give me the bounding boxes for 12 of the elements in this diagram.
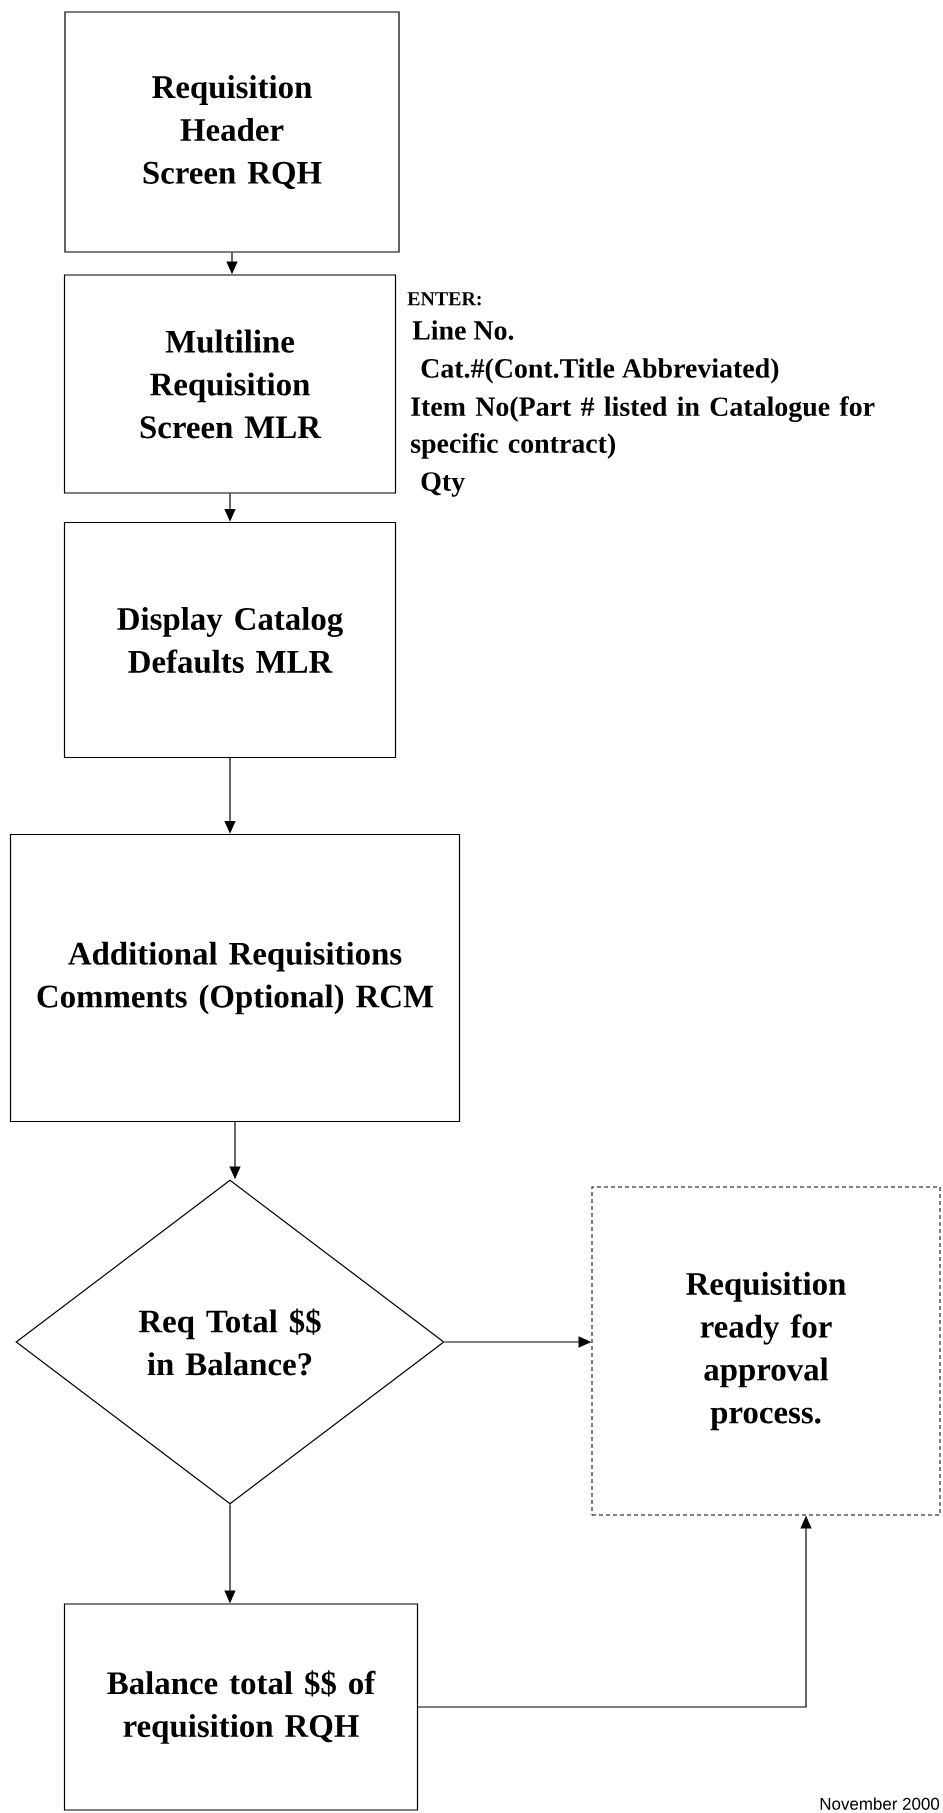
process-box: Requisition ready for approval process. [591, 1186, 941, 1516]
note-text: Item No(Part # listed in Catalogue for specific contract) [411, 396, 875, 459]
process-box: Display Catalog Defaults MLR [63, 521, 397, 759]
process-box: Balance total $$ of requisition RQH [63, 1603, 419, 1811]
process-box: Multiline Requisition Screen MLR [63, 274, 397, 494]
note-text: Qty [421, 472, 465, 497]
process-box: Additional Requisitions Comments (Optional) RCM [9, 833, 461, 1123]
process-box: Requisition Header Screen RQH [64, 11, 400, 253]
note-text: Line No. [412, 320, 514, 340]
note-text: ENTER: [407, 292, 481, 306]
date-text: November 2000 [820, 1797, 940, 1810]
note-text: Cat.#(Cont.Title Abbreviated) [421, 358, 779, 384]
